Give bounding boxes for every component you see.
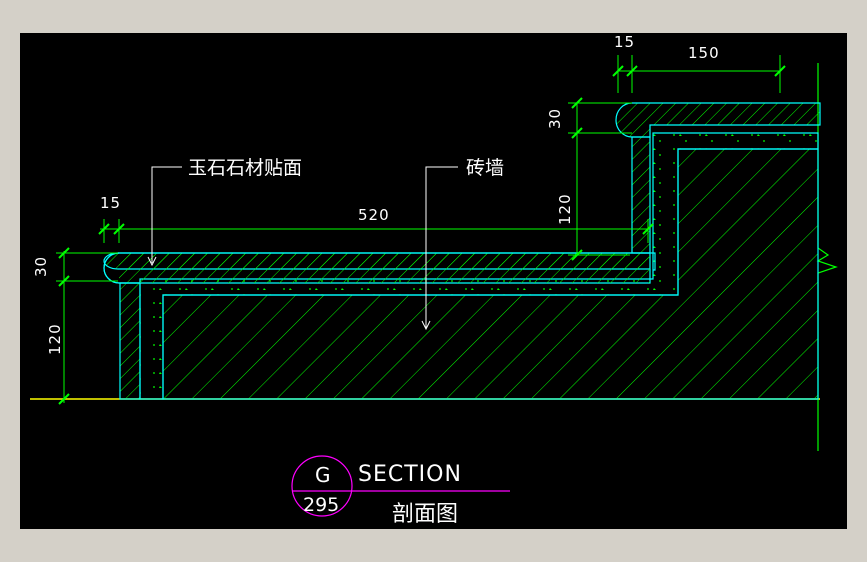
- stone-riser-upper: [631, 136, 651, 254]
- dim-left-thickness: 30: [32, 256, 50, 277]
- title-grid-letter: G: [315, 463, 331, 487]
- leader-lines: [147, 166, 458, 331]
- title-en: SECTION: [358, 462, 462, 487]
- dim-left-riser: 120: [46, 323, 64, 355]
- dim-top-tread: 150: [688, 44, 720, 62]
- label-brick-wall: 砖墙: [466, 157, 504, 179]
- section-drawing: 15 150 30 120: [30, 33, 838, 527]
- drawing-viewport[interactable]: 15 150 30 120: [20, 33, 847, 529]
- dimension-lower-vertical: [56, 247, 118, 405]
- dim-main-tread: 520: [358, 206, 390, 224]
- dim-top-nosing: 15: [614, 33, 635, 51]
- dimension-top: [612, 55, 786, 93]
- title-sheet-number: 295: [303, 494, 339, 516]
- stone-tread-upper: [615, 102, 821, 138]
- label-stone-finish: 玉石石材贴面: [188, 157, 302, 179]
- stone-tread-main-body: [119, 253, 650, 283]
- break-line: [816, 63, 838, 451]
- dimension-upper-vertical: [568, 97, 632, 261]
- title-cn: 剖面图: [392, 502, 458, 527]
- stone-riser-lower: [119, 282, 141, 400]
- dim-left-nosing: 15: [100, 194, 121, 212]
- dim-upper-thickness: 30: [546, 108, 564, 129]
- title-block: [291, 455, 510, 517]
- dim-upper-riser: 120: [556, 193, 574, 225]
- title-bubble: [291, 455, 353, 517]
- dimension-main: [98, 219, 654, 243]
- stone-tread-main-outline: [103, 252, 656, 284]
